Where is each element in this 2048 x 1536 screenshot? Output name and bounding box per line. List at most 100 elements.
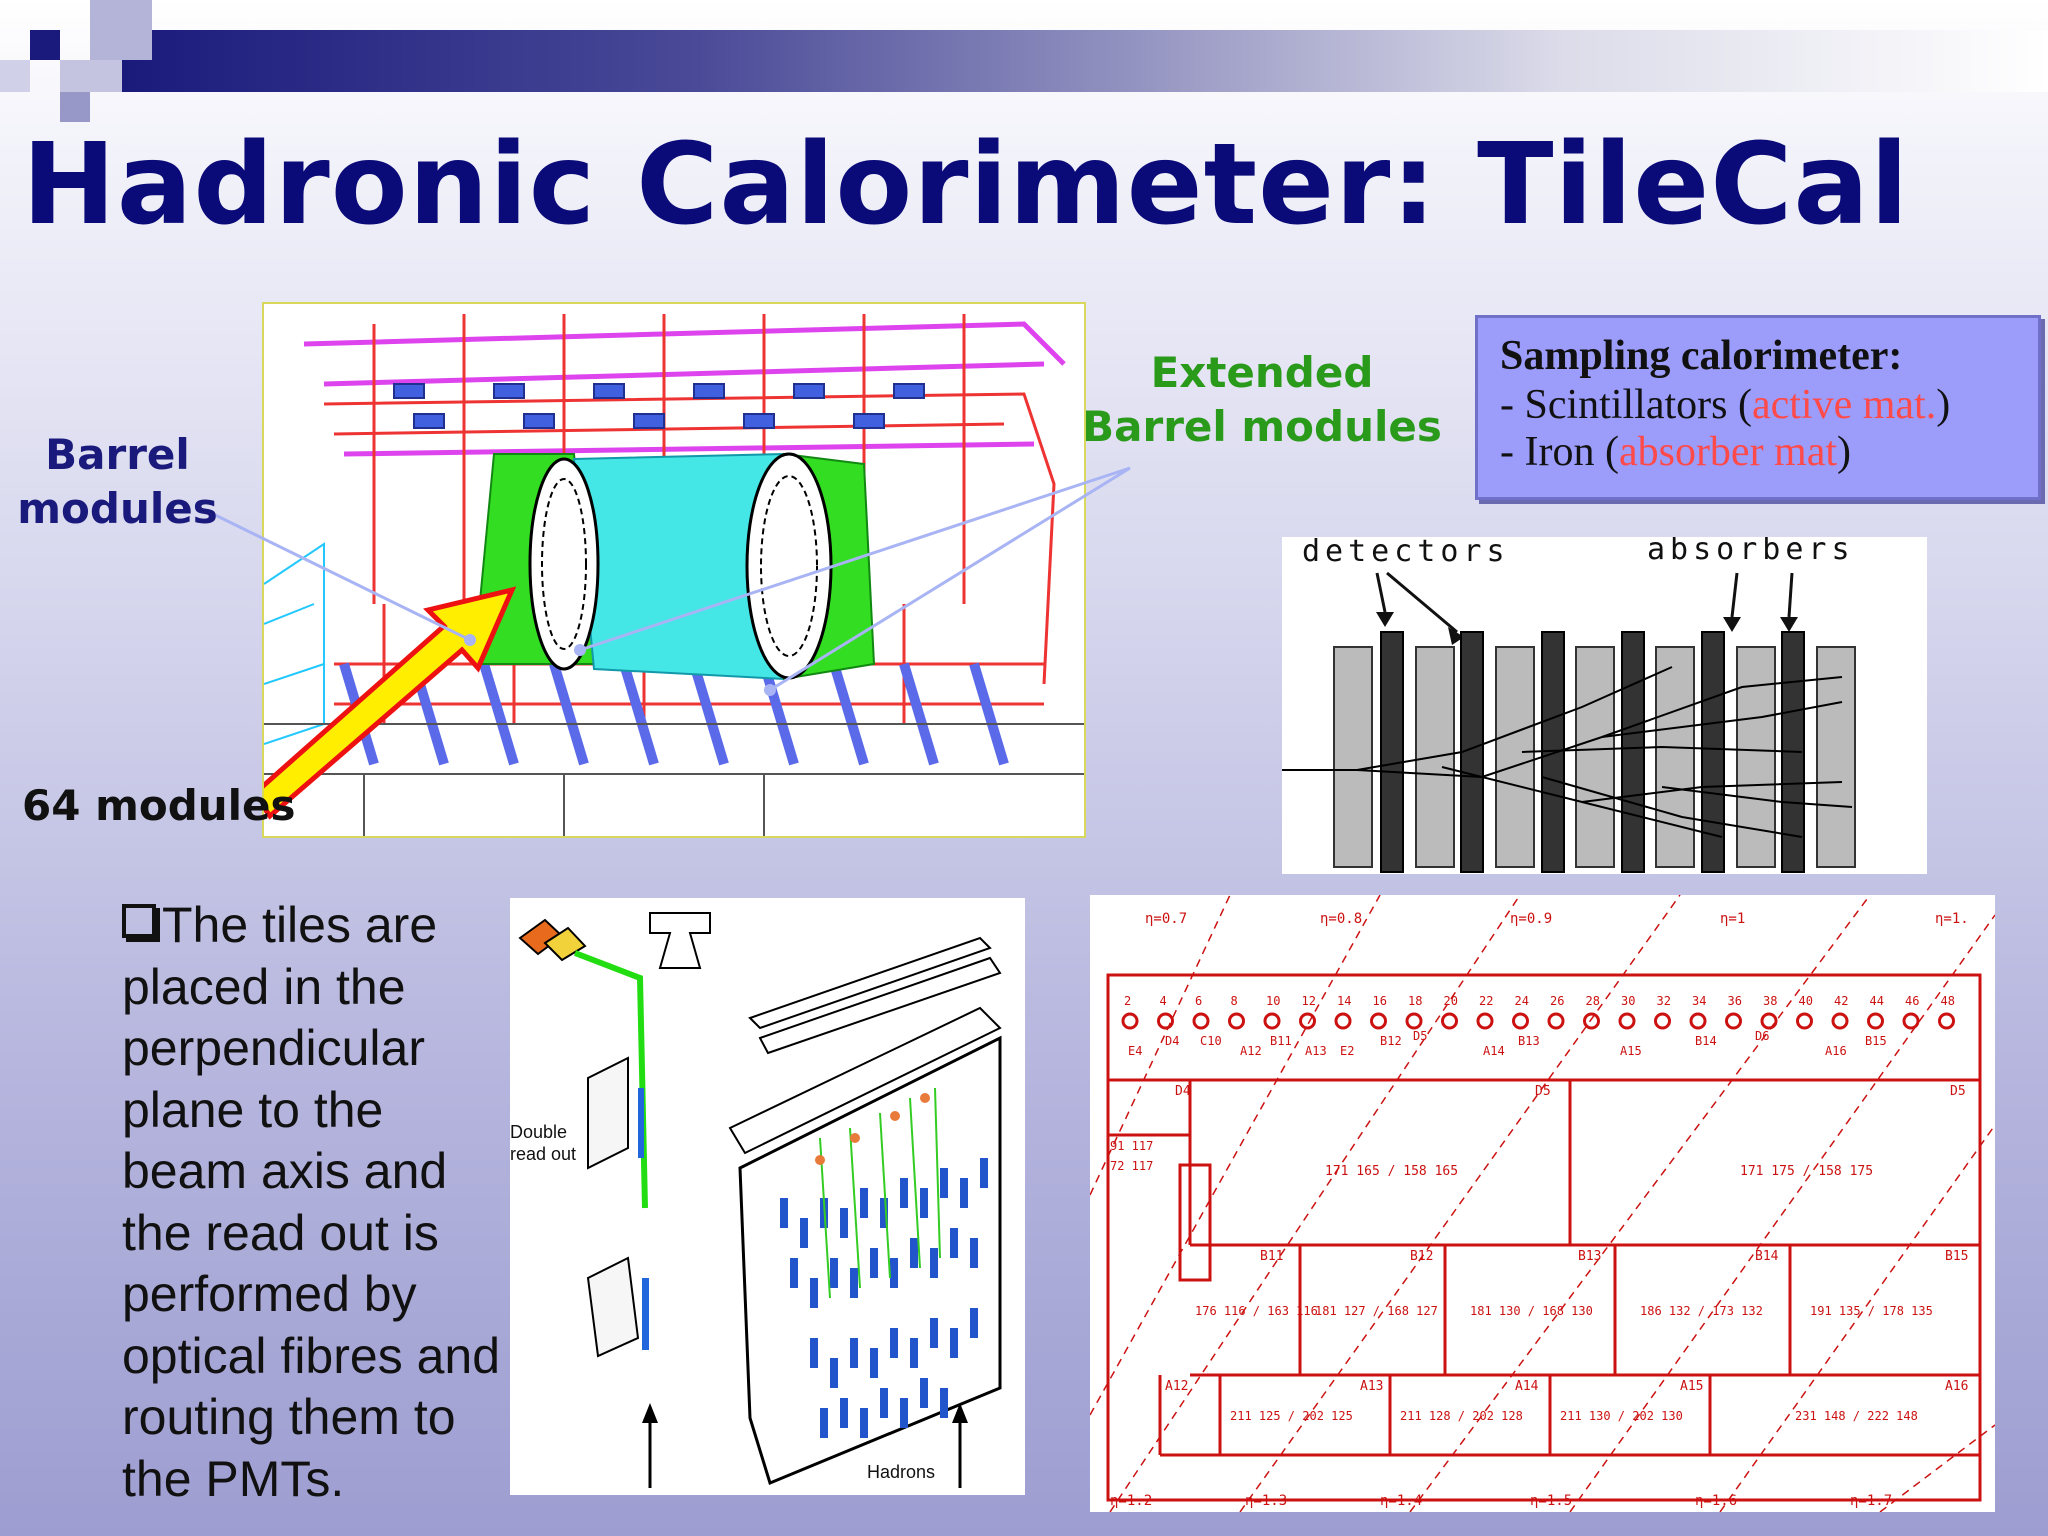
eta-bottom-2: η=1.4 <box>1380 1493 1422 1509</box>
row-label-A13: A13 <box>1305 1044 1327 1058</box>
bullet-line-5: the read out is <box>122 1204 439 1261</box>
pmt-number: 46 <box>1905 994 1919 1008</box>
a-channel-1: 211 128 / 202 128 <box>1400 1409 1523 1423</box>
pmt-circle <box>1441 1012 1458 1030</box>
pmt-circle <box>1157 1012 1174 1030</box>
modules-count-label: 64 modules <box>22 781 296 830</box>
pmt-circle <box>1476 1012 1494 1030</box>
pmt-number: 28 <box>1586 994 1600 1008</box>
bullet-line-7: optical fibres and <box>122 1327 501 1384</box>
pmt-circle <box>1938 1012 1955 1030</box>
d-channel-0: 171 165 / 158 165 <box>1325 1164 1458 1179</box>
d-channel-1: 171 175 / 158 175 <box>1740 1164 1873 1179</box>
row-label-A14: A14 <box>1483 1044 1505 1058</box>
pmt-number: 26 <box>1550 994 1564 1008</box>
d-cell-label-1: D5 <box>1535 1084 1551 1099</box>
pmt-circle <box>1867 1012 1884 1030</box>
row-label-D6: D6 <box>1755 1029 1769 1043</box>
pmt-number: 14 <box>1337 994 1351 1008</box>
row-label-B11: B11 <box>1270 1034 1292 1048</box>
pmt-circle <box>1725 1012 1742 1030</box>
pmt-number: 36 <box>1728 994 1742 1008</box>
tiles-bullet-text: The tiles are placed in the perpendicula… <box>122 895 522 1510</box>
a-cell-label-0: A12 <box>1165 1379 1188 1394</box>
sampling-calorimeter-box: Sampling calorimeter: - Scintillators (a… <box>1475 315 2041 500</box>
a-channel-0: 211 125 / 202 125 <box>1230 1409 1353 1423</box>
pmt-circle <box>1547 1012 1565 1030</box>
scintillators-prefix: - Scintillators ( <box>1500 382 1752 428</box>
bullet-square-icon <box>122 904 156 938</box>
row-label-D4: D4 <box>1165 1034 1179 1048</box>
pmt-circle <box>1512 1012 1529 1030</box>
b-cell-label-4: B15 <box>1945 1249 1968 1264</box>
bullet-line-8: routing them to <box>122 1389 456 1445</box>
b-channel-4: 191 135 / 178 135 <box>1810 1304 1933 1318</box>
slide-title: Hadronic Calorimeter: TileCal <box>22 120 1910 250</box>
pmt-number: 44 <box>1870 994 1884 1008</box>
a-cell-label-2: A14 <box>1515 1379 1539 1394</box>
absorbers-label: absorbers <box>1647 537 1855 567</box>
tile-module-figure: Double read out Hadrons <box>510 898 1025 1495</box>
a-cell-label-3: A15 <box>1680 1379 1703 1394</box>
iron-prefix: - Iron ( <box>1500 429 1619 475</box>
b-cell-label-2: B13 <box>1578 1249 1601 1264</box>
pmt-number: 40 <box>1799 994 1813 1008</box>
detectors-label: detectors <box>1302 537 1510 569</box>
eta-top-4: η=1. <box>1935 911 1969 927</box>
barrel-modules-label: Barrel modules <box>17 430 218 533</box>
b-cell-label-3: B14 <box>1755 1249 1779 1264</box>
b-channel-3: 186 132 / 173 132 <box>1640 1304 1763 1318</box>
row-label-D5: D5 <box>1413 1029 1427 1043</box>
pmt-circle <box>1760 1012 1778 1030</box>
eta-bottom-1: η=1.3 <box>1245 1493 1287 1509</box>
b-cell-label-1: B12 <box>1410 1249 1433 1264</box>
pmt-circle <box>1689 1012 1707 1030</box>
pmt-circle <box>1796 1012 1813 1030</box>
header-banner <box>0 0 2048 122</box>
pmt-number: 10 <box>1266 994 1280 1008</box>
pmt-circle <box>1263 1012 1281 1030</box>
b-channel-0: 176 116 / 163 116 <box>1195 1304 1318 1318</box>
row-label-C10: C10 <box>1200 1034 1222 1048</box>
pmt-circle <box>1405 1012 1423 1030</box>
double-readout-label-1: Double <box>510 1122 567 1142</box>
pmt-circle <box>1654 1012 1671 1030</box>
pmt-circle <box>1334 1012 1352 1030</box>
pmt-circle <box>1618 1012 1636 1030</box>
b-cell-label-0: B11 <box>1260 1249 1283 1264</box>
a-cell-label-1: A13 <box>1360 1379 1383 1394</box>
small-channel-1: 72 117 <box>1110 1159 1153 1173</box>
a-cell-label-4: A16 <box>1945 1379 1968 1394</box>
pmt-number: 30 <box>1621 994 1635 1008</box>
row-label-A15: A15 <box>1620 1044 1642 1058</box>
double-readout-label-2: read out <box>510 1144 576 1164</box>
pmt-circle <box>1192 1012 1210 1030</box>
pmt-number: 34 <box>1692 994 1706 1008</box>
eta-bottom-5: η=1.7 <box>1850 1493 1892 1509</box>
pmt-circle <box>1121 1012 1139 1030</box>
pmt-circle <box>1228 1012 1245 1030</box>
eta-top-3: η=1 <box>1720 911 1745 927</box>
bullet-line-4: beam axis and <box>122 1143 448 1199</box>
extended-barrel-label: Extended Barrel modules <box>1082 348 1442 451</box>
d-cell-label-2: D5 <box>1950 1084 1966 1099</box>
iron-line: - Iron (absorber mat) <box>1500 429 2016 476</box>
small-channel-0: 91 117 <box>1110 1139 1153 1153</box>
row-label-B13: B13 <box>1518 1034 1540 1048</box>
bullet-line-6: performed by <box>122 1266 417 1322</box>
bullet-line-3: plane to the <box>122 1081 384 1138</box>
pmt-number: 42 <box>1834 994 1848 1008</box>
absorber-material-text: absorber mat <box>1618 429 1838 475</box>
eta-bottom-0: η=1.2 <box>1110 1493 1152 1509</box>
pmt-number: 4 <box>1160 994 1167 1008</box>
pmt-number: 22 <box>1479 994 1493 1008</box>
pmt-number: 8 <box>1231 994 1238 1008</box>
pmt-number: 24 <box>1515 994 1529 1008</box>
d-cell-label-0: D4 <box>1175 1084 1191 1099</box>
b-channel-2: 181 130 / 168 130 <box>1470 1304 1593 1318</box>
pmt-number: 12 <box>1302 994 1316 1008</box>
eta-bottom-4: η=1.6 <box>1695 1493 1737 1509</box>
pmt-circle <box>1902 1012 1920 1030</box>
